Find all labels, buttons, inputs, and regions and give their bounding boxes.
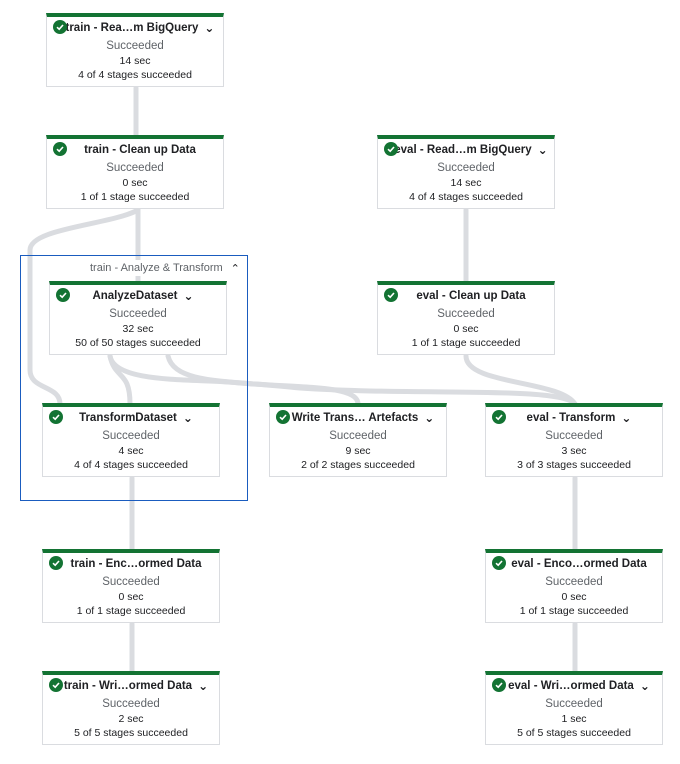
node-stages: 1 of 1 stage succeeded <box>411 337 521 349</box>
node-stages: 4 of 4 stages succeeded <box>74 459 188 471</box>
node-title: TransformDataset <box>79 412 177 424</box>
success-check-icon <box>492 410 506 424</box>
node-status: Succeeded <box>106 40 164 52</box>
node-status: Succeeded <box>545 576 603 588</box>
node-stages: 4 of 4 stages succeeded <box>409 191 523 203</box>
node-stages: 3 of 3 stages succeeded <box>517 459 631 471</box>
group-title-label: train - Analyze & Transform <box>90 262 223 274</box>
node-stages: 2 of 2 stages succeeded <box>301 459 415 471</box>
edge-eval-clean-to-eval-transform <box>463 353 578 407</box>
node-title: train - Clean up Data <box>84 144 196 156</box>
node-stages: 5 of 5 stages succeeded <box>517 727 631 739</box>
node-train-read[interactable]: train - Rea…m BigQuery ⌄ Succeeded 14 se… <box>46 13 224 87</box>
node-stages: 50 of 50 stages succeeded <box>75 337 201 349</box>
node-eval-write[interactable]: eval - Wri…ormed Data ⌄ Succeeded 1 sec … <box>485 671 663 745</box>
node-status: Succeeded <box>329 430 387 442</box>
chevron-down-icon[interactable]: ⌄ <box>639 679 650 693</box>
node-status: Succeeded <box>109 308 167 320</box>
node-duration: 32 sec <box>122 323 154 335</box>
node-status: Succeeded <box>102 430 160 442</box>
chevron-down-icon[interactable]: ⌄ <box>621 411 632 425</box>
node-analyze-dataset[interactable]: AnalyzeDataset ⌄ Succeeded 32 sec 50 of … <box>49 281 227 355</box>
success-check-icon <box>49 410 63 424</box>
node-title: eval - Read…m BigQuery <box>394 144 532 156</box>
node-status: Succeeded <box>545 698 603 710</box>
node-title: eval - Clean up Data <box>416 290 526 302</box>
node-eval-encode[interactable]: eval - Enco…ormed Data Succeeded 0 sec 1… <box>485 549 663 623</box>
node-title: eval - Enco…ormed Data <box>511 558 647 570</box>
success-check-icon <box>492 678 506 692</box>
node-stages: 1 of 1 stage succeeded <box>519 605 629 617</box>
node-title: AnalyzeDataset <box>92 290 178 302</box>
success-check-icon <box>53 20 67 34</box>
node-title: eval - Transform <box>526 412 616 424</box>
success-check-icon <box>276 410 290 424</box>
node-duration: 2 sec <box>118 713 144 725</box>
node-status: Succeeded <box>437 308 495 320</box>
success-check-icon <box>49 556 63 570</box>
node-duration: 1 sec <box>561 713 587 725</box>
chevron-down-icon[interactable]: ⌄ <box>183 289 194 303</box>
success-check-icon <box>384 288 398 302</box>
chevron-down-icon[interactable]: ⌄ <box>204 21 215 35</box>
node-train-clean[interactable]: train - Clean up Data Succeeded 0 sec 1 … <box>46 135 224 209</box>
node-train-write[interactable]: train - Wri…ormed Data ⌄ Succeeded 2 sec… <box>42 671 220 745</box>
node-eval-read[interactable]: eval - Read…m BigQuery ⌄ Succeeded 14 se… <box>377 135 555 209</box>
node-duration: 4 sec <box>118 445 144 457</box>
node-status: Succeeded <box>106 162 164 174</box>
node-stages: 5 of 5 stages succeeded <box>74 727 188 739</box>
node-duration: 9 sec <box>345 445 371 457</box>
node-stages: 1 of 1 stage succeeded <box>76 605 186 617</box>
success-check-icon <box>492 556 506 570</box>
node-status: Succeeded <box>437 162 495 174</box>
node-duration: 14 sec <box>119 55 151 67</box>
node-transform-dataset[interactable]: TransformDataset ⌄ Succeeded 4 sec 4 of … <box>42 403 220 477</box>
node-write-artefacts[interactable]: Write Trans… Artefacts ⌄ Succeeded 9 sec… <box>269 403 447 477</box>
node-title: Write Trans… Artefacts <box>291 412 419 424</box>
success-check-icon <box>49 678 63 692</box>
node-duration: 0 sec <box>453 323 479 335</box>
node-status: Succeeded <box>545 430 603 442</box>
node-title: train - Enc…ormed Data <box>70 558 202 570</box>
group-box-analyze-transform <box>20 255 248 501</box>
edge-analyze-to-eval-transform <box>165 353 578 407</box>
node-duration: 0 sec <box>122 177 148 189</box>
success-check-icon <box>384 142 398 156</box>
chevron-down-icon[interactable]: ⌄ <box>198 679 209 693</box>
node-title: train - Wri…ormed Data <box>63 680 193 692</box>
chevron-down-icon[interactable]: ⌄ <box>182 411 193 425</box>
chevron-down-icon[interactable]: ⌄ <box>537 143 548 157</box>
node-stages: 4 of 4 stages succeeded <box>78 69 192 81</box>
group-title: train - Analyze & Transform ⌃ <box>90 260 240 276</box>
edge-train-clean-to-transform <box>27 207 141 407</box>
node-duration: 14 sec <box>450 177 482 189</box>
node-duration: 3 sec <box>561 445 587 457</box>
node-title: train - Rea…m BigQuery <box>65 22 199 34</box>
node-duration: 0 sec <box>118 591 144 603</box>
node-status: Succeeded <box>102 698 160 710</box>
node-stages: 1 of 1 stage succeeded <box>80 191 190 203</box>
node-train-encode[interactable]: train - Enc…ormed Data Succeeded 0 sec 1… <box>42 549 220 623</box>
node-eval-clean[interactable]: eval - Clean up Data Succeeded 0 sec 1 o… <box>377 281 555 355</box>
chevron-up-icon[interactable]: ⌃ <box>230 262 240 275</box>
node-title: eval - Wri…ormed Data <box>508 680 634 692</box>
chevron-down-icon[interactable]: ⌄ <box>424 411 435 425</box>
success-check-icon <box>56 288 70 302</box>
node-eval-transform[interactable]: eval - Transform ⌄ Succeeded 3 sec 3 of … <box>485 403 663 477</box>
node-duration: 0 sec <box>561 591 587 603</box>
node-status: Succeeded <box>102 576 160 588</box>
success-check-icon <box>53 142 67 156</box>
